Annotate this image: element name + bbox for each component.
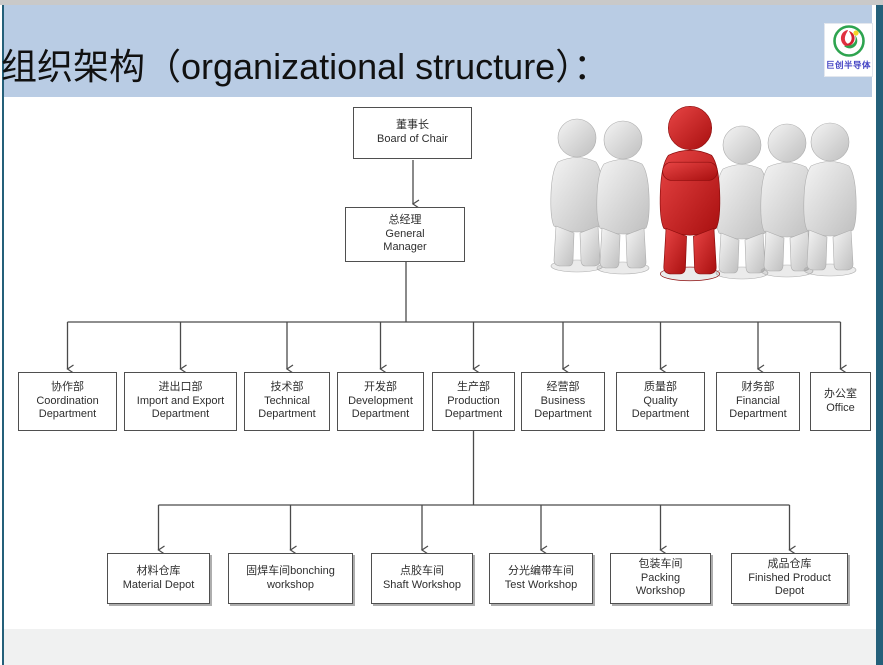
org-box-finished-product-depot: 成品仓库 Finished Product Depot [731, 553, 848, 604]
department-label-en: Import and Export Department [136, 394, 225, 421]
department-label-zh: 经营部 [546, 381, 580, 394]
department-label-en: Business Department [534, 394, 592, 421]
workshop-label-en: workshop [266, 578, 315, 591]
page-title: 组织架构（organizational structure）： [1, 46, 610, 87]
org-box-quality-department: 质量部 Quality Department [616, 372, 705, 431]
department-label-en: Financial Department [729, 394, 787, 421]
org-box-office: 办公室 Office [810, 372, 871, 431]
department-label-en: Quality Department [631, 394, 690, 421]
org-box-bonding-workshop: 固焊车间bonching workshop [228, 553, 353, 604]
department-label-zh: 财务部 [741, 381, 775, 394]
org-box-coordination-department: 协作部 Coordination Department [18, 372, 117, 431]
workshop-label-en: Shaft Workshop [382, 578, 462, 591]
team-figures-image [550, 105, 857, 282]
workshop-label-zh: 分光编带车间 [508, 564, 574, 577]
department-label-en: Production Department [444, 394, 503, 421]
org-box-material-depot: 材料仓库 Material Depot [107, 553, 210, 604]
org-box-development-department: 开发部 Development Department [337, 372, 424, 431]
top-border-strip [0, 0, 883, 5]
workshop-label-zh: 材料仓库 [136, 564, 181, 577]
department-label-zh: 协作部 [51, 381, 84, 394]
org-box-production-department: 生产部 Production Department [432, 372, 515, 431]
chairman-label-en: Board of Chair [377, 133, 448, 145]
chairman-label-zh: 董事长 [396, 119, 429, 132]
general-manager-label-en: General Manager [383, 227, 427, 254]
org-box-import-export-department: 进出口部 Import and Export Department [124, 372, 237, 431]
workshop-label-zh: 成品仓库 [767, 558, 812, 571]
department-label-zh: 技术部 [270, 381, 304, 394]
department-label-zh: 生产部 [457, 381, 490, 394]
org-box-general-manager: 总经理 General Manager [345, 207, 465, 262]
logo-mark-icon [832, 25, 865, 57]
company-logo: 巨创半导体 [824, 23, 873, 77]
department-label-zh: 进出口部 [158, 381, 203, 394]
workshop-label-zh: 点胶车间 [400, 564, 444, 577]
general-manager-label-zh: 总经理 [388, 214, 422, 227]
workshop-label-zh: 固焊车间bonching [246, 564, 335, 577]
title-band [4, 5, 872, 97]
org-box-business-department: 经营部 Business Department [521, 372, 605, 431]
department-label-zh: 质量部 [644, 381, 677, 394]
workshop-label-en: Packing Workshop [635, 571, 686, 598]
workshop-label-en: Test Workshop [504, 578, 578, 591]
logo-text: 巨创半导体 [825, 60, 871, 70]
workshop-label-en: Material Depot [122, 578, 195, 591]
bottom-strip [4, 629, 876, 665]
org-box-financial-department: 财务部 Financial Department [716, 372, 800, 431]
department-label-en: Coordination Department [36, 394, 99, 421]
department-label-en: Development Department [348, 394, 413, 421]
org-box-technical-department: 技术部 Technical Department [244, 372, 330, 431]
department-label-zh: 办公室 [824, 387, 857, 400]
org-box-packing-workshop: 包装车间 Packing Workshop [610, 553, 711, 604]
department-label-zh: 开发部 [364, 381, 397, 394]
workshop-label-zh: 包装车间 [638, 558, 683, 571]
left-border-bar [2, 5, 4, 665]
right-border-bar [876, 5, 883, 665]
department-label-en: Office [826, 401, 855, 414]
workshop-label-en: Finished Product Depot [748, 571, 831, 598]
org-box-test-workshop: 分光编带车间 Test Workshop [489, 553, 593, 604]
org-box-chairman: 董事长 Board of Chair [353, 107, 472, 159]
org-box-shaft-workshop: 点胶车间 Shaft Workshop [371, 553, 473, 604]
department-label-en: Technical Department [258, 394, 316, 421]
